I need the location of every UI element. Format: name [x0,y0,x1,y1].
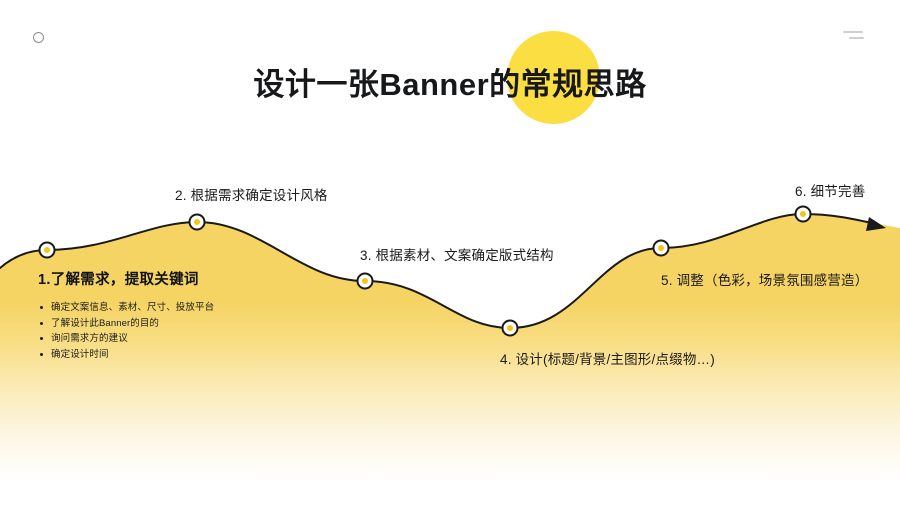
list-item: 了解设计此Banner的目的 [38,316,288,332]
step-1-block: 1.了解需求，提取关键词 确定文案信息、素材、尺寸、投放平台 了解设计此Bann… [38,268,288,362]
curve-node-2-center [194,219,200,225]
list-item: 确定文案信息、素材、尺寸、投放平台 [38,300,288,316]
title-highlight-circle [507,31,600,124]
curve-node-5-center [658,245,664,251]
curve-node-3-center [362,278,368,284]
step-label-3: 3. 根据素材、文案确定版式结构 [360,248,554,263]
step-1-bullet-list: 确定文案信息、素材、尺寸、投放平台 了解设计此Banner的目的 询问需求方的建… [38,300,288,362]
step-label-6: 6. 细节完善 [795,184,866,199]
curve-area-fill [0,214,900,506]
curve-nodes [38,205,812,337]
menu-bar-bottom [849,37,864,39]
title-area: 设计一张Banner的常规思路 [0,46,900,116]
circle-outline-icon[interactable] [30,29,46,45]
step-label-1: 1.了解需求，提取关键词 [38,272,199,288]
step-label-2: 2. 根据需求确定设计风格 [175,188,328,203]
curve-node-6-center [800,211,806,217]
step-label-4: 4. 设计(标题/背景/主图形/点缀物…) [500,352,715,367]
list-item: 确定设计时间 [38,347,288,363]
menu-bar-top [843,31,863,33]
list-item: 询问需求方的建议 [38,331,288,347]
step-label-5: 5. 调整（色彩，场景氛围感营造） [661,273,869,288]
curve-arrow-head [866,217,886,231]
curve-node-1-center [44,247,50,253]
circle-outline-glyph [32,31,44,43]
page-title: 设计一张Banner的常规思路 [253,66,647,102]
curve-line [0,212,877,330]
curve-node-4-center [507,325,513,331]
menu-icon[interactable] [842,26,864,44]
